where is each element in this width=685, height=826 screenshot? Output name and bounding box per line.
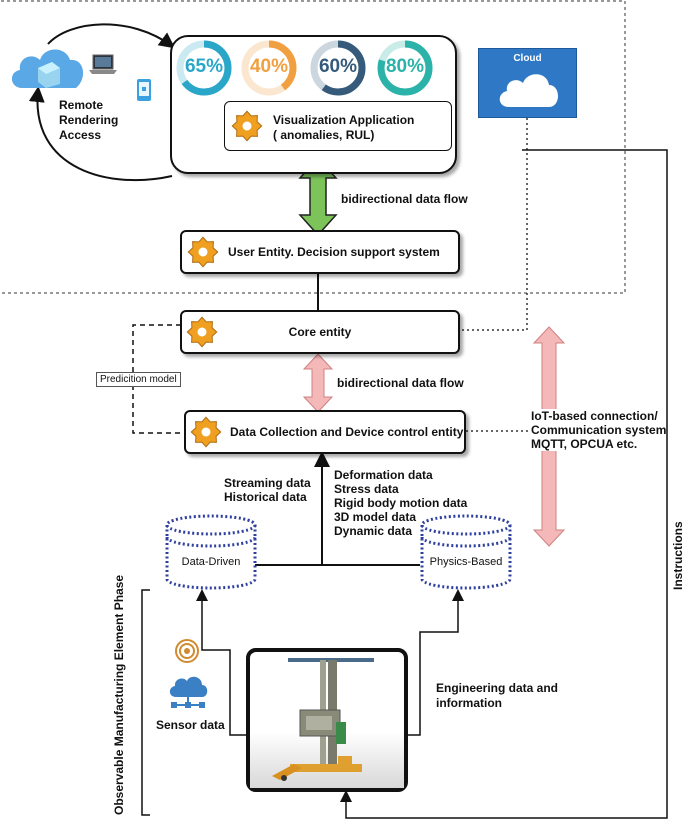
- remote-rendering-label: Remote Rendering Access: [59, 98, 119, 142]
- iot-line-1: IoT-based connection/: [531, 409, 658, 423]
- remote-arrow-top: [47, 23, 176, 49]
- instructions-line: [340, 149, 668, 819]
- physics-data-list: Deformation data Stress data Rigid body …: [334, 468, 467, 538]
- cloud-icon: [499, 74, 558, 107]
- remote-cloud-icon: [11, 49, 84, 88]
- phase-bracket: [141, 589, 150, 816]
- core-entity-label: Core entity: [288, 325, 352, 339]
- gauge-value: 60%: [318, 56, 358, 77]
- data-collection-box: Data Collection and Device control entit…: [184, 410, 466, 454]
- physics-item: Dynamic data: [334, 524, 413, 538]
- streaming-line-1: Streaming data: [224, 476, 311, 490]
- physics-item: 3D model data: [334, 510, 417, 524]
- gear-icon: [190, 416, 222, 448]
- gauge-ring: [241, 40, 297, 96]
- digital-layer-boundary: [1, 0, 626, 294]
- engineering-line-1: Engineering data and: [436, 681, 559, 695]
- physics-based-db-icon: [420, 514, 512, 590]
- pink-bidirectional-arrow: [302, 353, 334, 413]
- phase-label: Observable Manufacturing Element Phase: [112, 574, 126, 815]
- gauge-ring: [310, 40, 366, 96]
- laptop-icon: [89, 54, 117, 74]
- streaming-label: Streaming data Historical data: [224, 476, 311, 504]
- data-driven-db-icon: [165, 514, 257, 590]
- engineering-line-2: information: [436, 696, 502, 710]
- prediction-model-label: Predicition model: [96, 372, 181, 387]
- instructions-label: Instructions: [671, 521, 685, 590]
- streaming-line-2: Historical data: [224, 490, 307, 504]
- gauge: 60%: [310, 40, 366, 96]
- cloud-box: Cloud: [478, 48, 577, 118]
- iot-line-3: MQTT, OPCUA etc.: [531, 437, 638, 451]
- physics-item: Stress data: [334, 482, 399, 496]
- flow-mid-label: bidirectional data flow: [337, 376, 464, 390]
- gear-icon: [186, 316, 218, 348]
- gauge: 65%: [176, 40, 232, 96]
- flow-top-label: bidirectional data flow: [341, 192, 468, 206]
- phone-icon: [137, 79, 151, 101]
- physics-based-label: Physics-Based: [429, 556, 503, 568]
- remote-arrow-bottom: [28, 86, 173, 182]
- visualization-subtitle: ( anomalies, RUL): [273, 128, 375, 142]
- cloud-network-icon: [169, 676, 208, 708]
- visualization-title: Visualization Application: [273, 113, 415, 127]
- gauge-ring: [377, 40, 433, 96]
- iot-line-2: Communication system: [531, 423, 667, 437]
- gauge: 80%: [377, 40, 433, 96]
- physics-item: Deformation data: [334, 468, 433, 482]
- cloud-label: Cloud: [513, 53, 542, 64]
- machine-to-datadriven: [196, 589, 246, 736]
- user-entity-box: User Entity. Decision support system: [180, 230, 460, 274]
- physics-item: Rigid body motion data: [334, 496, 468, 510]
- user-entity-label: User Entity. Decision support system: [228, 245, 440, 259]
- gauge-value: 65%: [184, 56, 224, 77]
- sensor-data-label: Sensor data: [156, 718, 225, 732]
- gauge-ring: [176, 40, 232, 96]
- cloud-dotted-line: [460, 118, 528, 331]
- wireless-sensor-icon: [175, 639, 199, 663]
- machine-to-physics: [408, 589, 464, 736]
- iot-label: IoT-based connection/ Communication syst…: [531, 409, 667, 451]
- data-driven-label: Data-Driven: [181, 556, 241, 568]
- gauge: 40%: [241, 40, 297, 96]
- engineering-label: Engineering data and information: [436, 681, 558, 711]
- data-collection-label: Data Collection and Device control entit…: [230, 425, 464, 439]
- core-entity-box: Core entity: [180, 310, 460, 354]
- gauge-value: 80%: [385, 56, 425, 77]
- gauge-value: 40%: [249, 56, 289, 77]
- gear-icon: [231, 110, 263, 142]
- gear-icon: [187, 236, 219, 268]
- machine-frame: [246, 648, 408, 792]
- stacker-crane-illustration: [250, 658, 404, 788]
